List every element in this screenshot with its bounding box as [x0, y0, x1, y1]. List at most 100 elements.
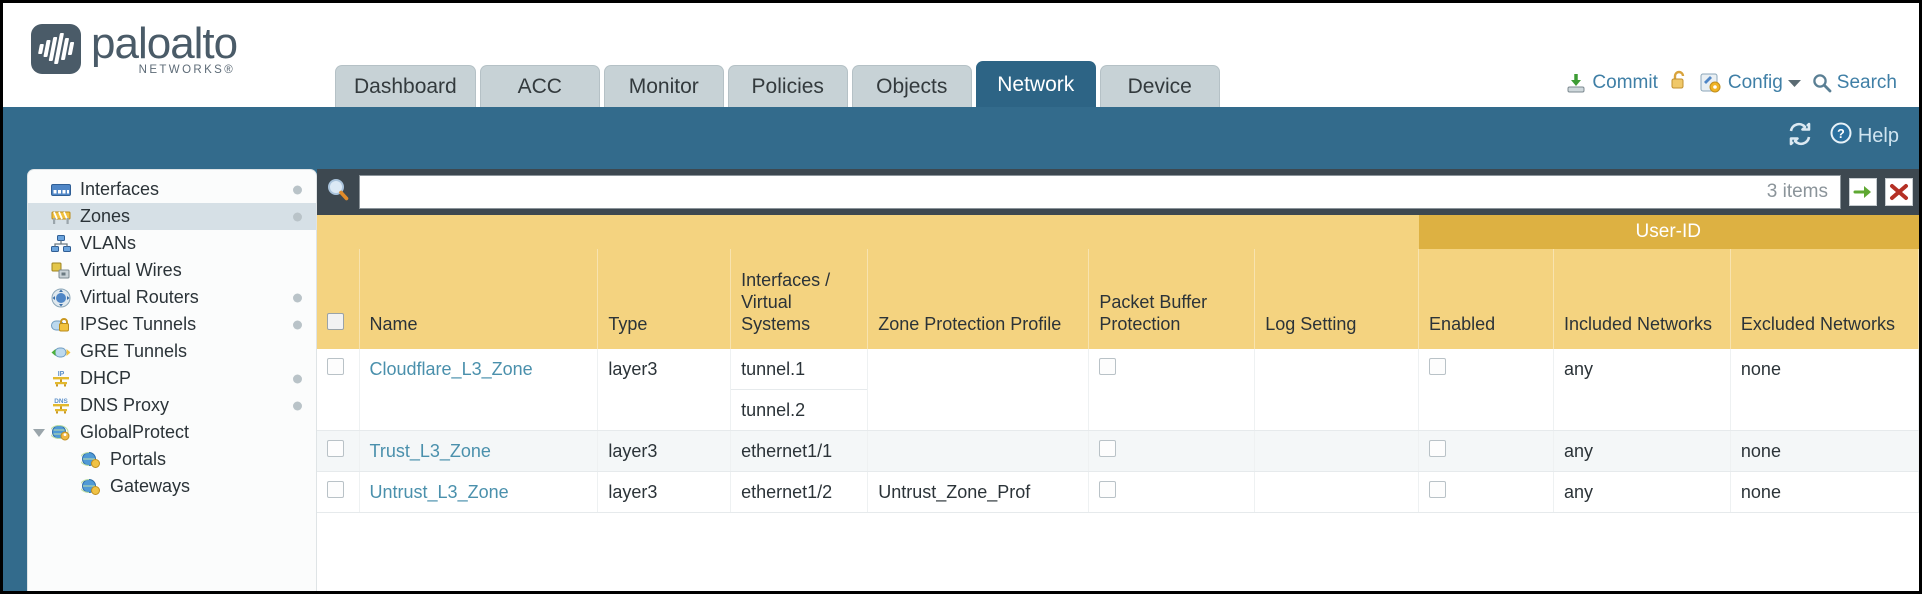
sidebar-item-interfaces[interactable]: Interfaces: [28, 176, 316, 203]
config-menu[interactable]: Config: [1700, 72, 1801, 94]
cell-name: Trust_L3_Zone: [359, 430, 599, 472]
col-header-name[interactable]: Name: [359, 249, 599, 349]
interfaces-icon: [50, 180, 72, 200]
select-all-checkbox[interactable]: [327, 313, 344, 330]
filter-bar: 3 items: [317, 169, 1919, 215]
search-button[interactable]: Search: [1812, 72, 1897, 94]
cell-userid-enabled: [1418, 430, 1554, 472]
table-row[interactable]: Cloudflare_L3_Zone layer3 tunnel.1 tunne…: [317, 349, 1919, 431]
search-label: Search: [1836, 72, 1897, 93]
commit-button[interactable]: Commit: [1565, 72, 1658, 94]
tab-acc[interactable]: ACC: [479, 65, 600, 107]
column-header-row: Name Type Interfaces / Virtual Systems Z…: [317, 249, 1919, 349]
table-row[interactable]: Untrust_L3_Zone layer3 ethernet1/2 Untru…: [317, 471, 1919, 513]
zones-table-head: User-ID Name Type Interfaces / Virtual S…: [317, 215, 1919, 349]
chevron-down-icon: [1787, 79, 1801, 88]
sidebar-dot-zones: [293, 212, 302, 221]
cell-log-setting: [1254, 471, 1420, 513]
tab-device[interactable]: Device: [1099, 65, 1220, 107]
sidebar-item-dns-proxy[interactable]: DNS DNS Proxy: [28, 392, 316, 419]
sidebar-dot-ipsec-tunnels: [293, 320, 302, 329]
filter-input[interactable]: 3 items: [359, 175, 1841, 209]
magnifier-icon[interactable]: [325, 177, 351, 208]
unlocked-padlock-icon[interactable]: [1669, 69, 1689, 97]
zone-name-link[interactable]: Cloudflare_L3_Zone: [369, 359, 533, 379]
sidebar-item-dhcp[interactable]: IP DHCP: [28, 365, 316, 392]
tab-policies[interactable]: Policies: [727, 65, 848, 107]
main-nav-tabs: Dashboard ACC Monitor Policies Objects N…: [335, 61, 1224, 107]
commit-label: Commit: [1592, 72, 1658, 93]
tab-objects[interactable]: Objects: [851, 65, 972, 107]
dns-proxy-icon: DNS: [50, 396, 72, 416]
sidebar-item-ipsec-tunnels[interactable]: IPSec Tunnels: [28, 311, 316, 338]
packet-buffer-protection-checkbox[interactable]: [1099, 481, 1117, 498]
packet-buffer-protection-checkbox[interactable]: [1099, 358, 1117, 375]
brand-subtitle: NETWORKS®: [138, 64, 236, 76]
tab-network[interactable]: Network: [975, 61, 1096, 107]
col-header-excluded-networks[interactable]: Excluded Networks: [1730, 249, 1919, 349]
group-header-userid: User-ID: [1418, 215, 1919, 249]
expander-triangle-icon[interactable]: [33, 428, 45, 437]
col-header-packet-buffer-protection[interactable]: Packet Buffer Protection: [1088, 249, 1256, 349]
sidebar-label-virtual-routers: Virtual Routers: [80, 287, 199, 307]
virtual-routers-icon: [50, 288, 72, 308]
cell-included-networks: any: [1553, 471, 1731, 513]
sidebar-item-vlans[interactable]: VLANs: [28, 230, 316, 257]
sidebar-item-gateways[interactable]: Gateways: [28, 473, 316, 500]
row-checkbox[interactable]: [327, 481, 344, 498]
zone-name-link[interactable]: Untrust_L3_Zone: [369, 482, 509, 502]
sidebar-label-zones: Zones: [80, 206, 131, 226]
packet-buffer-protection-checkbox[interactable]: [1099, 440, 1117, 457]
zones-table-wrapper: User-ID Name Type Interfaces / Virtual S…: [317, 215, 1919, 591]
sidebar-label-gre-tunnels: GRE Tunnels: [80, 341, 188, 361]
page-body: Interfaces Zones: [3, 169, 1919, 591]
cell-included-networks: any: [1553, 430, 1731, 472]
table-row[interactable]: Trust_L3_Zone layer3 ethernet1/1: [317, 430, 1919, 472]
cell-name: Untrust_L3_Zone: [359, 471, 599, 513]
sidebar-dot-virtual-routers: [293, 293, 302, 302]
top-header: paloalto NETWORKS® Dashboard ACC Monitor…: [3, 3, 1919, 107]
col-header-interfaces[interactable]: Interfaces / Virtual Systems: [730, 249, 869, 349]
cell-type: layer3: [597, 349, 732, 431]
col-header-included-networks[interactable]: Included Networks: [1553, 249, 1731, 349]
sidebar-dot-dhcp: [293, 374, 302, 383]
tab-dashboard[interactable]: Dashboard: [335, 65, 476, 107]
clear-filter-button[interactable]: [1885, 178, 1913, 206]
cell-type: layer3: [597, 471, 732, 513]
sidebar-label-ipsec-tunnels: IPSec Tunnels: [80, 314, 197, 334]
sidebar-item-portals[interactable]: Portals: [28, 446, 316, 473]
userid-enabled-checkbox[interactable]: [1429, 440, 1447, 457]
cell-userid-enabled: [1418, 349, 1554, 431]
sidebar-item-globalprotect[interactable]: GlobalProtect: [28, 419, 316, 446]
sidebar-item-zones[interactable]: Zones: [28, 203, 316, 230]
zone-name-link[interactable]: Trust_L3_Zone: [369, 441, 491, 461]
col-header-log-setting[interactable]: Log Setting: [1254, 249, 1420, 349]
refresh-icon[interactable]: [1787, 122, 1813, 151]
userid-enabled-checkbox[interactable]: [1429, 481, 1447, 498]
cell-included-networks: any: [1553, 349, 1731, 431]
group-header-spacer: [317, 215, 1419, 249]
row-checkbox[interactable]: [327, 440, 344, 457]
virtual-wires-icon: [50, 261, 72, 281]
zones-table-body: Cloudflare_L3_Zone layer3 tunnel.1 tunne…: [317, 349, 1919, 513]
sidebar-item-virtual-wires[interactable]: Virtual Wires: [28, 257, 316, 284]
cell-excluded-networks: none: [1730, 471, 1919, 513]
col-header-type[interactable]: Type: [597, 249, 732, 349]
ipsec-tunnels-icon: [50, 315, 72, 335]
sidebar-label-portals: Portals: [110, 449, 167, 469]
row-select-cell: [317, 471, 360, 513]
col-header-zone-protection-profile[interactable]: Zone Protection Profile: [867, 249, 1090, 349]
col-header-enabled[interactable]: Enabled: [1418, 249, 1554, 349]
svg-text:?: ?: [1837, 127, 1845, 141]
row-checkbox[interactable]: [327, 358, 344, 375]
apply-filter-button[interactable]: [1849, 178, 1877, 206]
help-link[interactable]: ? Help: [1829, 121, 1899, 151]
cell-type: layer3: [597, 430, 732, 472]
userid-enabled-checkbox[interactable]: [1429, 358, 1447, 375]
sidebar-item-gre-tunnels[interactable]: GRE Tunnels: [28, 338, 316, 365]
zones-icon: [50, 207, 72, 227]
tab-monitor[interactable]: Monitor: [603, 65, 724, 107]
sidebar-item-virtual-routers[interactable]: Virtual Routers: [28, 284, 316, 311]
svg-text:IP: IP: [58, 371, 65, 378]
